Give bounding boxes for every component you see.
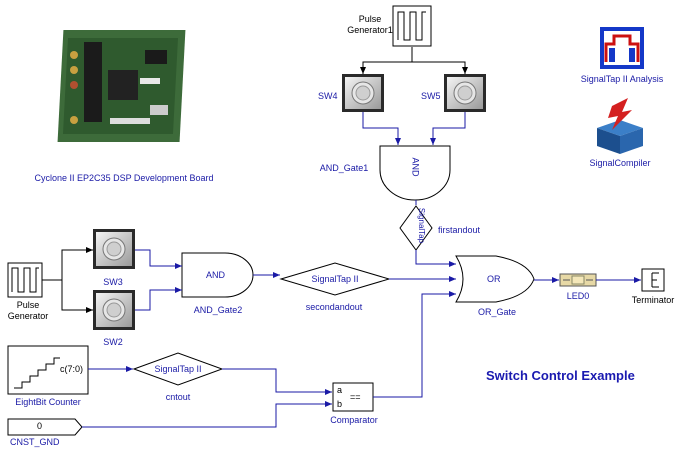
led0-label: LED0 bbox=[566, 291, 590, 301]
sw4-label: SW4 bbox=[318, 91, 338, 101]
comparator-label: Comparator bbox=[330, 415, 378, 425]
counter-port: c(7:0) bbox=[60, 364, 84, 374]
cnst-gnd-block[interactable] bbox=[7, 418, 83, 436]
sw2-label: SW2 bbox=[103, 337, 123, 347]
terminator-label: Terminator bbox=[631, 295, 675, 305]
led0-block[interactable] bbox=[559, 273, 597, 287]
pulse-generator1-block[interactable] bbox=[392, 5, 432, 47]
terminator-block[interactable] bbox=[641, 268, 665, 292]
cnst-label: CNST_GND bbox=[10, 437, 60, 447]
sw3-switch[interactable] bbox=[93, 229, 135, 269]
signalcompiler-label: SignalCompiler bbox=[589, 158, 651, 168]
signaltap-firstandout[interactable] bbox=[399, 205, 433, 251]
counter-label: EightBit Counter bbox=[15, 397, 81, 407]
and-gate2-text: AND bbox=[206, 270, 226, 280]
sw5-switch[interactable] bbox=[444, 74, 486, 112]
tap-second-label: secondandout bbox=[305, 302, 363, 312]
or-gate-text: OR bbox=[487, 274, 501, 284]
or-gate-label: OR_Gate bbox=[477, 307, 517, 317]
signalcompiler-icon[interactable] bbox=[597, 98, 643, 154]
dev-board-image[interactable] bbox=[57, 30, 186, 142]
pulse-generator-block[interactable] bbox=[7, 262, 43, 298]
comparator-op: == bbox=[350, 392, 361, 402]
signal-wires bbox=[82, 112, 641, 428]
and-gate1-text: AND bbox=[410, 157, 421, 177]
comparator-port-a: a bbox=[337, 385, 343, 395]
pulse-generator1-label: Pulse Generator1 bbox=[347, 14, 393, 35]
sw3-label: SW3 bbox=[103, 277, 123, 287]
or-gate-block[interactable] bbox=[455, 255, 535, 303]
sw5-label: SW5 bbox=[421, 91, 441, 101]
diagram-title: Switch Control Example bbox=[486, 368, 635, 383]
tap-second-text: SignalTap II bbox=[311, 274, 359, 284]
pulse-wires bbox=[42, 47, 468, 313]
and-gate1-block[interactable] bbox=[379, 145, 451, 201]
tap-first-label: firstandout bbox=[438, 225, 481, 235]
and-gate1-label: AND_Gate1 bbox=[319, 163, 369, 173]
tap-cnt-label: cntout bbox=[165, 392, 191, 402]
signaltap-analysis-icon[interactable] bbox=[600, 27, 644, 69]
tap-cnt-text: SignalTap II bbox=[154, 364, 202, 374]
and-gate2-label: AND_Gate2 bbox=[193, 305, 243, 315]
and-gate2-block[interactable] bbox=[181, 252, 254, 298]
eightbit-counter-block[interactable] bbox=[7, 345, 89, 395]
cnst-value: 0 bbox=[37, 421, 43, 431]
comparator-port-b: b bbox=[337, 399, 343, 409]
sw4-switch[interactable] bbox=[342, 74, 384, 112]
tap-first-text: SignalTap bbox=[417, 207, 427, 244]
pulse-generator-label: Pulse Generator bbox=[7, 300, 49, 321]
sw2-switch[interactable] bbox=[93, 290, 135, 330]
signaltap-analysis-label: SignalTap II Analysis bbox=[580, 74, 664, 84]
comparator-block[interactable] bbox=[332, 382, 374, 412]
board-label: Cyclone II EP2C35 DSP Development Board bbox=[34, 173, 214, 183]
